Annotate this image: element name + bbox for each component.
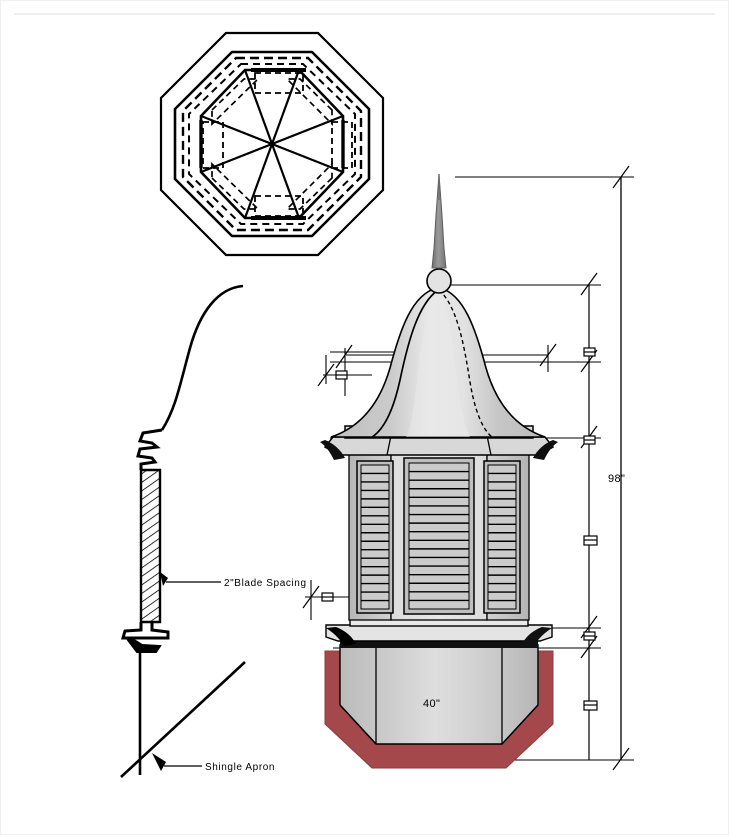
elevation-finial xyxy=(426,173,452,294)
louver-panel-insets xyxy=(360,462,517,610)
plan-view-octagon xyxy=(159,31,385,257)
base-cornice-band xyxy=(325,624,553,642)
blade-spacing-leader xyxy=(160,572,221,586)
base-body xyxy=(339,644,539,745)
plan-ring-solid xyxy=(173,50,371,238)
base-facet-edge-left xyxy=(339,704,377,745)
section-base-profile xyxy=(121,622,170,640)
cornice-left-ear xyxy=(320,440,345,460)
base-cap-shadow xyxy=(340,641,538,648)
section-cornice-profile xyxy=(136,428,163,470)
base-facet-edge-right xyxy=(501,704,539,745)
dim-box xyxy=(583,535,598,546)
plan-ring-dashed-outer xyxy=(181,56,363,232)
dim-box xyxy=(321,592,334,602)
finial-spire xyxy=(431,173,447,269)
base-cornice-left-return xyxy=(326,627,356,646)
plan-trim-bars xyxy=(199,68,345,220)
base-width-dimension: 40" xyxy=(423,698,440,710)
elevation-base-plinth xyxy=(339,641,539,745)
dim-box xyxy=(583,435,596,445)
dim-box xyxy=(583,347,596,357)
cornice-bed xyxy=(323,436,555,456)
section-profile-detail xyxy=(120,428,246,778)
dim-box xyxy=(583,700,598,711)
elevation-louver-body xyxy=(348,447,530,621)
section-base-moulding xyxy=(126,639,162,653)
plan-ring-dashed-inner xyxy=(188,63,356,225)
section-shingle-slope xyxy=(120,661,246,778)
plan-diagonal-openings xyxy=(211,78,333,210)
dome-rib-right xyxy=(438,289,493,438)
dim-box xyxy=(583,631,596,641)
finial-ball xyxy=(426,268,452,294)
louver-blades xyxy=(361,470,516,602)
shingle-apron-leader xyxy=(152,753,202,771)
base-cornice-right-return xyxy=(522,627,552,646)
cornice-right-ear xyxy=(533,440,558,460)
section-louver-wall xyxy=(139,468,162,624)
elevation-ogee-dome xyxy=(330,287,546,438)
blade-spacing-label: 2"Blade Spacing xyxy=(224,578,307,589)
dome-rib-left xyxy=(371,289,439,438)
plan-to-section-leader xyxy=(160,284,244,431)
overall-height-dimension: 98" xyxy=(608,473,625,485)
shingle-apron-label: Shingle Apron xyxy=(205,762,275,773)
dim-box xyxy=(335,370,348,380)
dome-highlight xyxy=(406,292,470,437)
